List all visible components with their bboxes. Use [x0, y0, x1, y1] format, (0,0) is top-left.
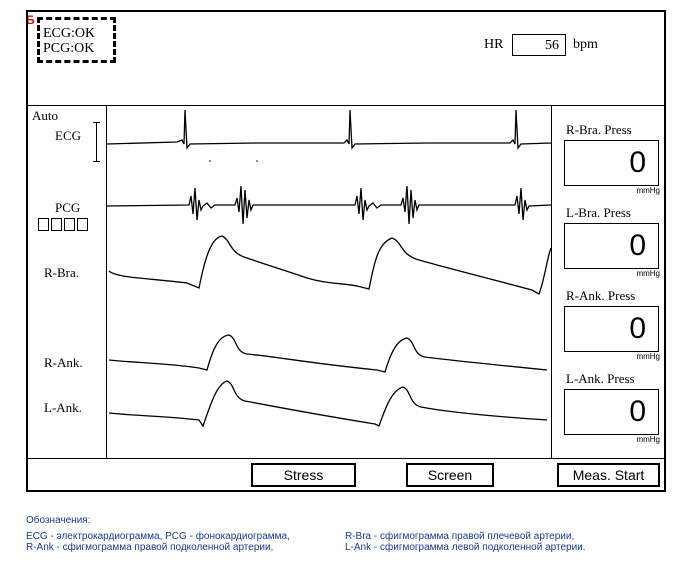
- legend-line1-left: ECG - электрокардиограмма, PCG - фонокар…: [26, 531, 290, 542]
- waveform-area: [107, 109, 551, 428]
- l-ank-pressure-title: L-Ank. Press: [566, 371, 635, 386]
- l-bra-pressure-value: 0: [564, 223, 659, 269]
- signal-status: ECG:OK PCG:OK: [37, 17, 116, 63]
- l-ank-pressure-unit: mmHg: [636, 435, 660, 444]
- r-ank-pressure-unit: mmHg: [636, 352, 660, 361]
- pcg-channel-label: PCG: [55, 200, 81, 215]
- pcg-filter-4[interactable]: [77, 218, 88, 231]
- r-bra-pressure-unit: mmHg: [636, 186, 660, 195]
- l-ank-channel-label: L-Ank.: [44, 400, 82, 415]
- r-ank-pressure-panel: R-Ank. Press 0 mmHg: [553, 288, 665, 361]
- r-bra-pressure-panel: R-Bra. Press 0 mmHg: [553, 122, 665, 195]
- r-bra-pressure-title: R-Bra. Press: [566, 122, 632, 137]
- l-ank-pressure-panel: L-Ank. Press 0 mmHg: [553, 371, 665, 444]
- hr-unit: bpm: [573, 37, 598, 52]
- r-ank-trace: [108, 334, 548, 373]
- label-divider: [106, 106, 107, 458]
- panel-label: Б: [26, 13, 35, 27]
- ecg-artifact-dot: [256, 160, 258, 162]
- pcg-filter-1[interactable]: [38, 218, 49, 231]
- pcg-filter-indicators: [38, 218, 88, 231]
- r-ank-pressure-value: 0: [564, 306, 659, 352]
- pressure-divider: [551, 106, 552, 458]
- pcg-filter-3[interactable]: [64, 218, 75, 231]
- legend-line1-right: R-Bra - сфигмограмма правой плечевой арт…: [345, 531, 575, 542]
- pcg-status: PCG:OK: [43, 41, 95, 56]
- stress-button[interactable]: Stress: [251, 463, 356, 487]
- r-ank-channel-label: R-Ank.: [44, 355, 83, 370]
- legend-line2-left: R-Ank - сфигмограмма правой подколенной …: [26, 542, 274, 553]
- r-bra-pressure-value: 0: [564, 140, 659, 186]
- hr-value: 56: [512, 34, 566, 56]
- pcg-trace: [107, 185, 551, 225]
- r-bra-trace: [108, 235, 551, 295]
- l-bra-pressure-unit: mmHg: [636, 269, 660, 278]
- screen-button[interactable]: Screen: [406, 463, 494, 487]
- header-divider: [27, 105, 665, 106]
- r-ank-pressure-title: R-Ank. Press: [566, 288, 636, 303]
- r-bra-channel-label: R-Bra.: [44, 265, 80, 280]
- monitor-frame: [26, 10, 666, 492]
- l-ank-trace: [108, 380, 548, 428]
- ecg-scale-bar: [93, 122, 100, 162]
- ecg-channel-label: ECG: [55, 128, 81, 143]
- l-ank-pressure-value: 0: [564, 389, 659, 435]
- l-bra-pressure-panel: L-Bra. Press 0 mmHg: [553, 205, 665, 278]
- ecg-trace: [107, 109, 551, 150]
- hr-label: HR: [484, 37, 504, 52]
- mode-label: Auto: [32, 108, 58, 123]
- legend-heading: Обозначения:: [26, 515, 91, 526]
- ecg-artifact-dot: [209, 160, 211, 162]
- footer-divider: [27, 458, 665, 459]
- l-bra-pressure-title: L-Bra. Press: [566, 205, 631, 220]
- meas-start-button[interactable]: Meas. Start: [557, 463, 660, 487]
- pcg-filter-2[interactable]: [51, 218, 62, 231]
- ecg-status: ECG:OK: [43, 26, 96, 41]
- legend-line2-right: L-Ank - сфигмограмма левой подколенной а…: [345, 542, 586, 553]
